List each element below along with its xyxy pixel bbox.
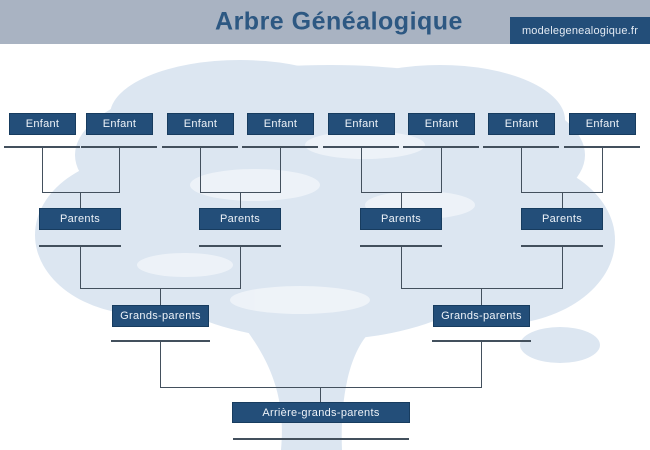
node-parents-1: Parents xyxy=(39,208,121,230)
connector-line xyxy=(42,192,120,193)
node-parents-2: Parents xyxy=(199,208,281,230)
node-enfant-1: Enfant xyxy=(9,113,76,135)
connector-line xyxy=(200,148,201,192)
node-enfant-6: Enfant xyxy=(408,113,475,135)
shelf-line xyxy=(4,146,80,148)
connector-line xyxy=(80,288,241,289)
node-arriere-grands-parents: Arrière-grands-parents xyxy=(232,402,410,423)
shelf-line xyxy=(323,146,399,148)
node-enfant-7: Enfant xyxy=(488,113,555,135)
connector-line xyxy=(160,342,161,387)
shelf-line xyxy=(39,245,121,247)
shelf-line xyxy=(521,245,603,247)
connector-line xyxy=(200,192,281,193)
connector-line xyxy=(42,148,43,192)
connector-line xyxy=(521,148,522,192)
shelf-line xyxy=(162,146,238,148)
connector-line xyxy=(562,247,563,288)
connector-line xyxy=(80,193,81,208)
shelf-line xyxy=(483,146,559,148)
node-grands-parents-1: Grands-parents xyxy=(112,305,209,327)
shelf-line xyxy=(111,340,210,342)
shelf-line xyxy=(360,245,442,247)
shelf-line xyxy=(81,146,157,148)
connector-line xyxy=(481,289,482,305)
shelf-line xyxy=(403,146,479,148)
connector-line xyxy=(401,288,563,289)
connector-line xyxy=(280,148,281,192)
connector-line xyxy=(481,342,482,387)
node-enfant-4: Enfant xyxy=(247,113,314,135)
connector-line xyxy=(240,247,241,288)
node-grands-parents-2: Grands-parents xyxy=(433,305,530,327)
node-parents-3: Parents xyxy=(360,208,442,230)
shelf-line xyxy=(432,340,531,342)
canopy-texture xyxy=(137,131,475,314)
connector-line xyxy=(160,289,161,305)
node-parents-4: Parents xyxy=(521,208,603,230)
connector-line xyxy=(240,193,241,208)
connector-line xyxy=(80,247,81,288)
connector-line xyxy=(401,247,402,288)
node-enfant-2: Enfant xyxy=(86,113,153,135)
header-band: Arbre Généalogique modelegenealogique.fr xyxy=(0,0,650,44)
node-enfant-5: Enfant xyxy=(328,113,395,135)
connector-line xyxy=(320,388,321,402)
node-enfant-3: Enfant xyxy=(167,113,234,135)
shelf-line xyxy=(242,146,318,148)
connector-line xyxy=(160,387,482,388)
connector-line xyxy=(441,148,442,192)
connector-line xyxy=(361,192,442,193)
node-enfant-8: Enfant xyxy=(569,113,636,135)
connector-line xyxy=(119,148,120,192)
connector-line xyxy=(562,193,563,208)
shelf-line xyxy=(233,438,409,440)
connector-line xyxy=(401,193,402,208)
shelf-line xyxy=(199,245,281,247)
page-title: Arbre Généalogique xyxy=(215,7,463,36)
site-badge: modelegenealogique.fr xyxy=(510,17,650,44)
connector-line xyxy=(602,148,603,192)
connector-line xyxy=(361,148,362,192)
connector-line xyxy=(521,192,603,193)
shelf-line xyxy=(564,146,640,148)
